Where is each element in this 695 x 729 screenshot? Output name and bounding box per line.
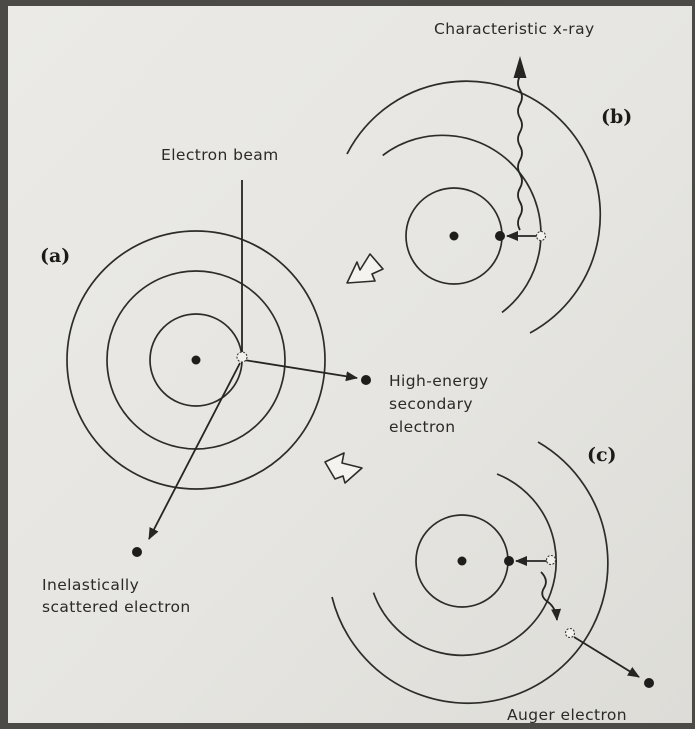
- secondary-electron-dot: [361, 375, 371, 385]
- panel-label-b: (b): [601, 106, 632, 128]
- inelastically-label: Inelastically: [42, 576, 139, 594]
- panel-label-c: (c): [587, 444, 617, 466]
- atom-a-vacancy: [236, 351, 248, 363]
- scattered-electron-label: scattered electron: [42, 598, 191, 616]
- atom-c-vacancy-outer: [564, 627, 576, 639]
- secondary-electron-arrow: [243, 359, 358, 382]
- atom-a-shell-outer: [66, 230, 326, 490]
- atom-c-nucleus: [457, 556, 467, 566]
- atom-c-inner-electron: [504, 556, 514, 566]
- atom-b-inner-electron: [495, 231, 505, 241]
- secondary-label: secondary: [389, 395, 473, 413]
- paper-background: [8, 6, 692, 723]
- atom-b-shell-outer: [346, 80, 602, 334]
- scattered-electron-dot: [132, 547, 142, 557]
- auger-electron-label: Auger electron: [507, 706, 627, 724]
- transition-arrow-to-b: [346, 253, 384, 284]
- atom-a-nucleus: [191, 355, 201, 365]
- transition-arrow-to-c: [324, 452, 363, 484]
- high-energy-label: High-energy: [389, 372, 489, 390]
- atom-c-vacancy-middle: [545, 554, 557, 566]
- electron-beam-label: Electron beam: [161, 146, 279, 164]
- electron-label: electron: [389, 418, 456, 436]
- atom-c-cascade-wave: [540, 571, 562, 621]
- atom-b-nucleus: [449, 231, 459, 241]
- auger-electron-arrow: [573, 636, 640, 678]
- xray-photon-arrowhead: [513, 56, 527, 78]
- atom-b: [346, 56, 602, 334]
- xray-photon-wave: [517, 75, 523, 231]
- scattered-electron-arrow: [148, 362, 241, 540]
- atom-b-vacancy: [535, 230, 547, 242]
- auger-electron-dot: [644, 678, 654, 688]
- atom-c-shell-outer: [331, 441, 609, 704]
- characteristic-xray-label: Characteristic x-ray: [434, 20, 595, 38]
- atom-a: [66, 180, 371, 557]
- panel-label-a: (a): [40, 245, 70, 267]
- atom-c-shell-middle: [372, 473, 557, 657]
- atom-c: [331, 441, 654, 704]
